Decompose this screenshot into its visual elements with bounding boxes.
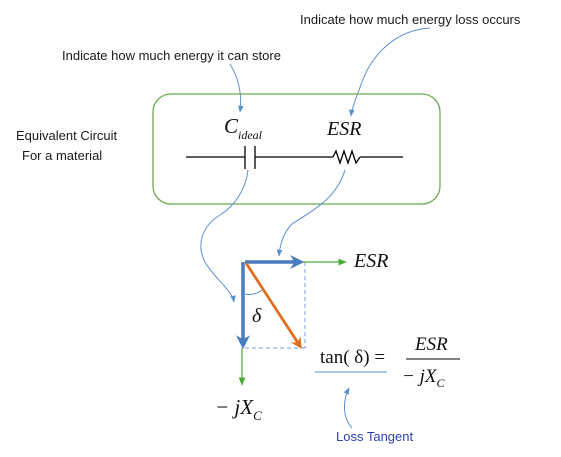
formula-lhs: tan( δ) =: [320, 347, 385, 368]
loss-tangent-callout: [343, 387, 353, 429]
store-note-callout: [229, 63, 244, 113]
esr-axis-label: ESR: [353, 250, 388, 272]
resistor-zigzag: [332, 148, 361, 166]
equivalent-circuit-box: [152, 93, 441, 205]
delta-angle-label: δ: [252, 305, 262, 327]
reactance-axis-label: − jXC: [215, 395, 262, 423]
energy-store-note: Indicate how much energy it can store: [62, 48, 281, 63]
circuit-schematic: [186, 146, 403, 169]
circuit-caption-line1: Equivalent Circuit: [16, 128, 118, 143]
phasor-diagram: δ: [236, 255, 347, 386]
loss-tangent-formula: tan( δ) = ESR − jXC: [315, 334, 460, 390]
resistor-label: ESR: [326, 118, 361, 140]
impedance-vector: [244, 262, 302, 349]
formula-numerator: ESR: [414, 334, 448, 355]
resistor-to-phasor-callout: [276, 169, 346, 257]
capacitor-to-phasor-callout: [200, 169, 249, 303]
delta-angle-arc: [244, 289, 263, 295]
capacitor-label: Cideal: [224, 114, 263, 142]
loss-note-callout: [349, 27, 431, 117]
circuit-caption-line2: For a material: [22, 148, 102, 163]
loss-tangent-caption: Loss Tangent: [336, 429, 413, 444]
energy-loss-note: Indicate how much energy loss occurs: [300, 12, 521, 27]
formula-denominator: − jXC: [402, 366, 445, 390]
